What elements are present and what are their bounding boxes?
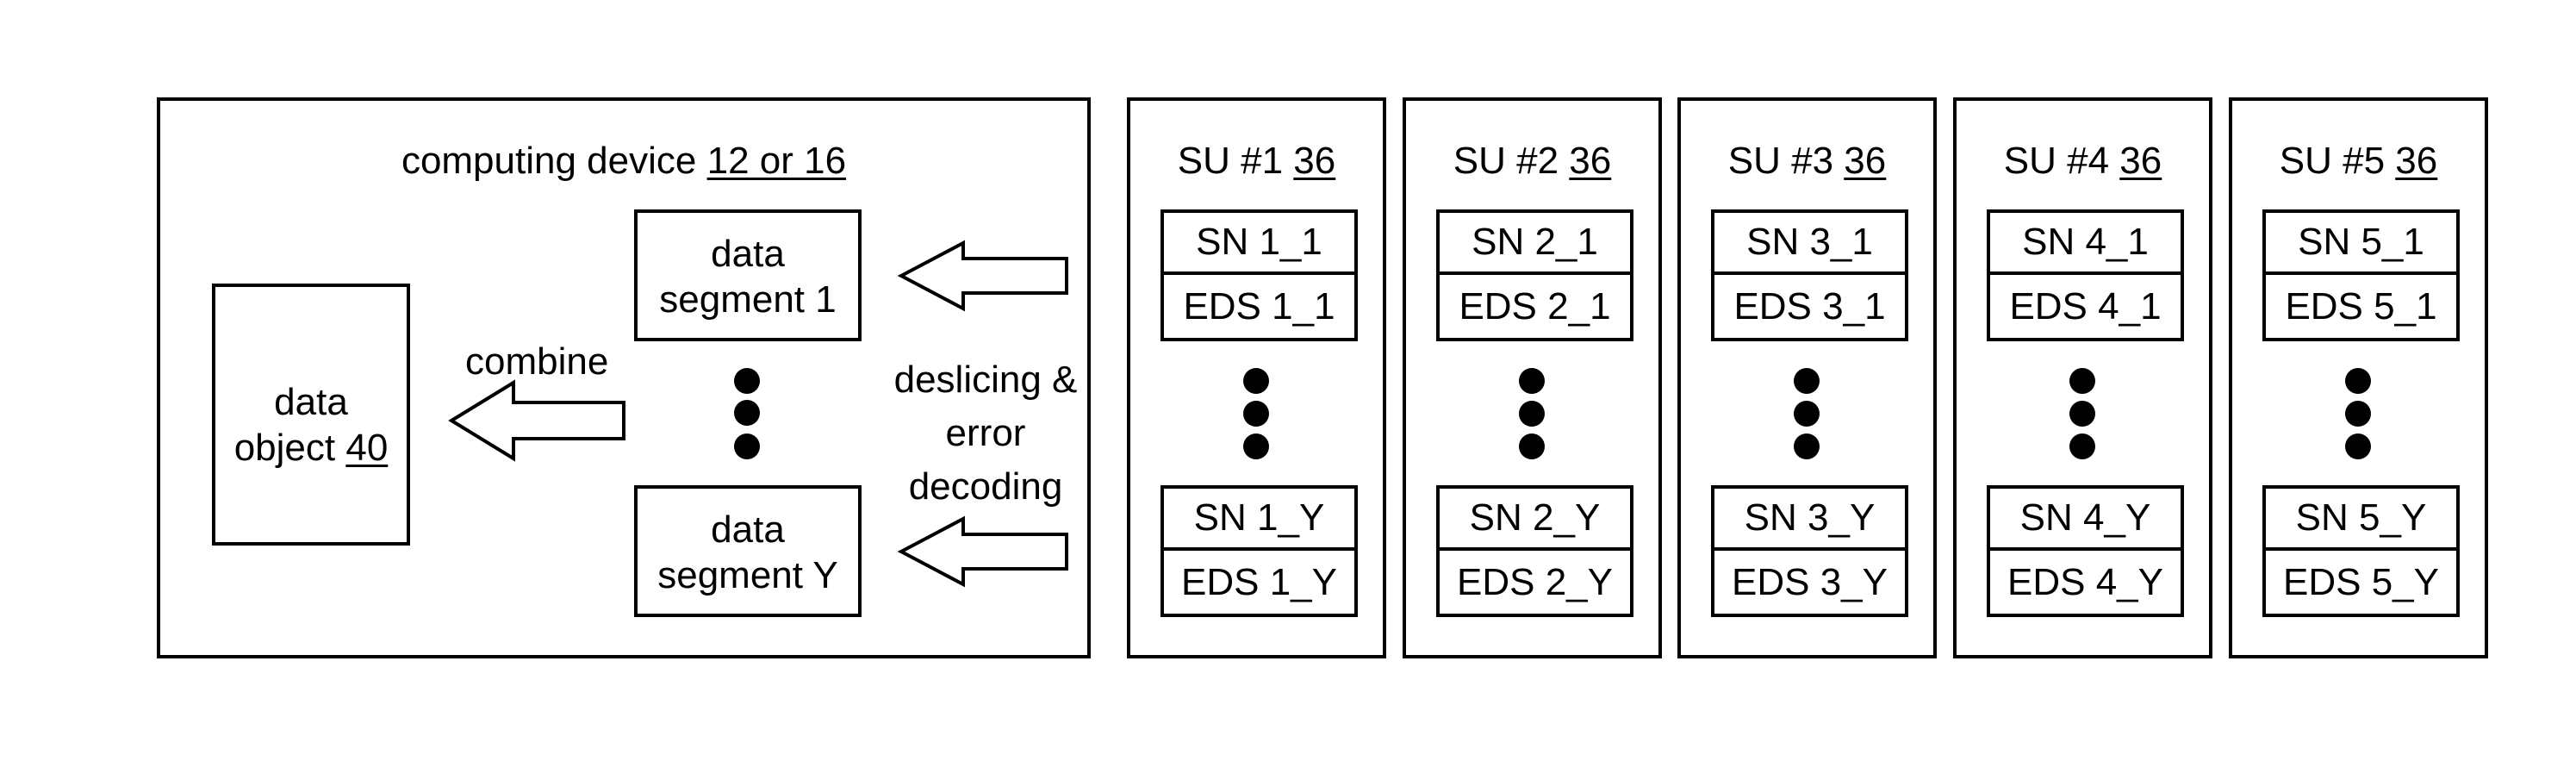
slice-ellipsis-dot [1519,368,1545,394]
encoded-data-slice: EDS 2_Y [1440,551,1630,614]
data-object-text: data object 40 [215,380,407,471]
slice-ellipsis-dot [2069,401,2095,427]
encoded-data-slice: EDS 4_Y [1990,551,2181,614]
slice-ellipsis-dot [2069,434,2095,459]
storage-unit-title: SU #2 36 [1406,139,1658,184]
slice-ellipsis-dot [1794,434,1820,459]
deslicing-arrow-bottom [898,515,1070,588]
slice-ellipsis-dot [1243,401,1269,427]
slice-ellipsis-dot [1519,434,1545,459]
segment-ellipsis-dot [734,400,760,426]
storage-unit-label: SU #3 [1728,140,1833,182]
slice-name: SN 2_1 [1440,213,1630,275]
segment-ellipsis-dot [734,434,760,459]
segment-ellipsis-dot [734,368,760,394]
encoded-data-slice: EDS 5_Y [2266,551,2456,614]
encoded-data-slice: EDS 3_Y [1714,551,1905,614]
slice-name: SN 4_Y [1990,489,2181,551]
storage-unit-3: SU #3 36 SN 3_1EDS 3_1 SN 3_YEDS 3_Y [1677,97,1937,658]
storage-unit-label: SU #4 [2004,140,2109,182]
computing-device-title: computing device 12 or 16 [160,139,1087,184]
combine-arrow [448,379,627,462]
data-segment-1-text: data segment 1 [638,232,858,323]
slice-ellipsis-dot [1243,368,1269,394]
data-object-ref: 40 [345,427,388,469]
slice-name: SN 5_1 [2266,213,2456,275]
storage-unit-title: SU #3 36 [1681,139,1933,184]
storage-unit-4: SU #4 36 SN 4_1EDS 4_1 SN 4_YEDS 4_Y [1953,97,2212,658]
slice-name: SN 3_1 [1714,213,1905,275]
slice-pair-first: SN 1_1EDS 1_1 [1160,209,1358,341]
storage-unit-title: SU #1 36 [1130,139,1383,184]
data-object-line2: object 40 [215,426,407,471]
deslicing-arrow-top [898,240,1070,312]
slice-name: SN 2_Y [1440,489,1630,551]
data-segment-y-text: data segment Y [638,508,858,599]
storage-unit-ref: 36 [1569,140,1611,182]
encoded-data-slice: EDS 4_1 [1990,275,2181,338]
slice-pair-first: SN 5_1EDS 5_1 [2262,209,2460,341]
slice-pair-last: SN 1_YEDS 1_Y [1160,485,1358,617]
encoded-data-slice: EDS 5_1 [2266,275,2456,338]
storage-unit-5: SU #5 36 SN 5_1EDS 5_1 SN 5_YEDS 5_Y [2229,97,2488,658]
slice-ellipsis-dot [2345,368,2371,394]
storage-unit-title: SU #4 36 [1957,139,2209,184]
slice-pair-last: SN 5_YEDS 5_Y [2262,485,2460,617]
slice-pair-first: SN 2_1EDS 2_1 [1436,209,1633,341]
computing-device-ref: 12 or 16 [707,140,846,182]
slice-pair-last: SN 4_YEDS 4_Y [1987,485,2184,617]
slice-name: SN 1_1 [1164,213,1354,275]
slice-ellipsis-dot [2345,401,2371,427]
slice-ellipsis-dot [1243,434,1269,459]
slice-pair-last: SN 2_YEDS 2_Y [1436,485,1633,617]
deslicing-label: deslicing & error decoding [882,353,1089,514]
slice-ellipsis-dot [1794,368,1820,394]
slice-name: SN 4_1 [1990,213,2181,275]
encoded-data-slice: EDS 2_1 [1440,275,1630,338]
slice-name: SN 5_Y [2266,489,2456,551]
storage-unit-ref: 36 [2119,140,2162,182]
slice-pair-first: SN 4_1EDS 4_1 [1987,209,2184,341]
storage-unit-ref: 36 [1293,140,1335,182]
slice-name: SN 1_Y [1164,489,1354,551]
slice-ellipsis-dot [1519,401,1545,427]
computing-device-label: computing device [401,140,696,182]
data-object-box: data object 40 [212,284,410,546]
slice-name: SN 3_Y [1714,489,1905,551]
storage-unit-ref: 36 [2395,140,2437,182]
combine-label: combine [465,340,608,385]
encoded-data-slice: EDS 3_1 [1714,275,1905,338]
slice-ellipsis-dot [2345,434,2371,459]
storage-unit-title: SU #5 36 [2232,139,2485,184]
slice-pair-first: SN 3_1EDS 3_1 [1711,209,1908,341]
encoded-data-slice: EDS 1_1 [1164,275,1354,338]
storage-unit-2: SU #2 36 SN 2_1EDS 2_1 SN 2_YEDS 2_Y [1403,97,1662,658]
data-segment-y-box: data segment Y [634,485,862,617]
storage-unit-1: SU #1 36 SN 1_1EDS 1_1 SN 1_YEDS 1_Y [1127,97,1386,658]
data-object-line1: data [215,380,407,426]
slice-ellipsis-dot [2069,368,2095,394]
encoded-data-slice: EDS 1_Y [1164,551,1354,614]
slice-ellipsis-dot [1794,401,1820,427]
storage-unit-label: SU #1 [1178,140,1283,182]
slice-pair-last: SN 3_YEDS 3_Y [1711,485,1908,617]
storage-unit-label: SU #2 [1453,140,1559,182]
storage-unit-ref: 36 [1844,140,1886,182]
storage-unit-label: SU #5 [2280,140,2385,182]
data-segment-1-box: data segment 1 [634,209,862,341]
